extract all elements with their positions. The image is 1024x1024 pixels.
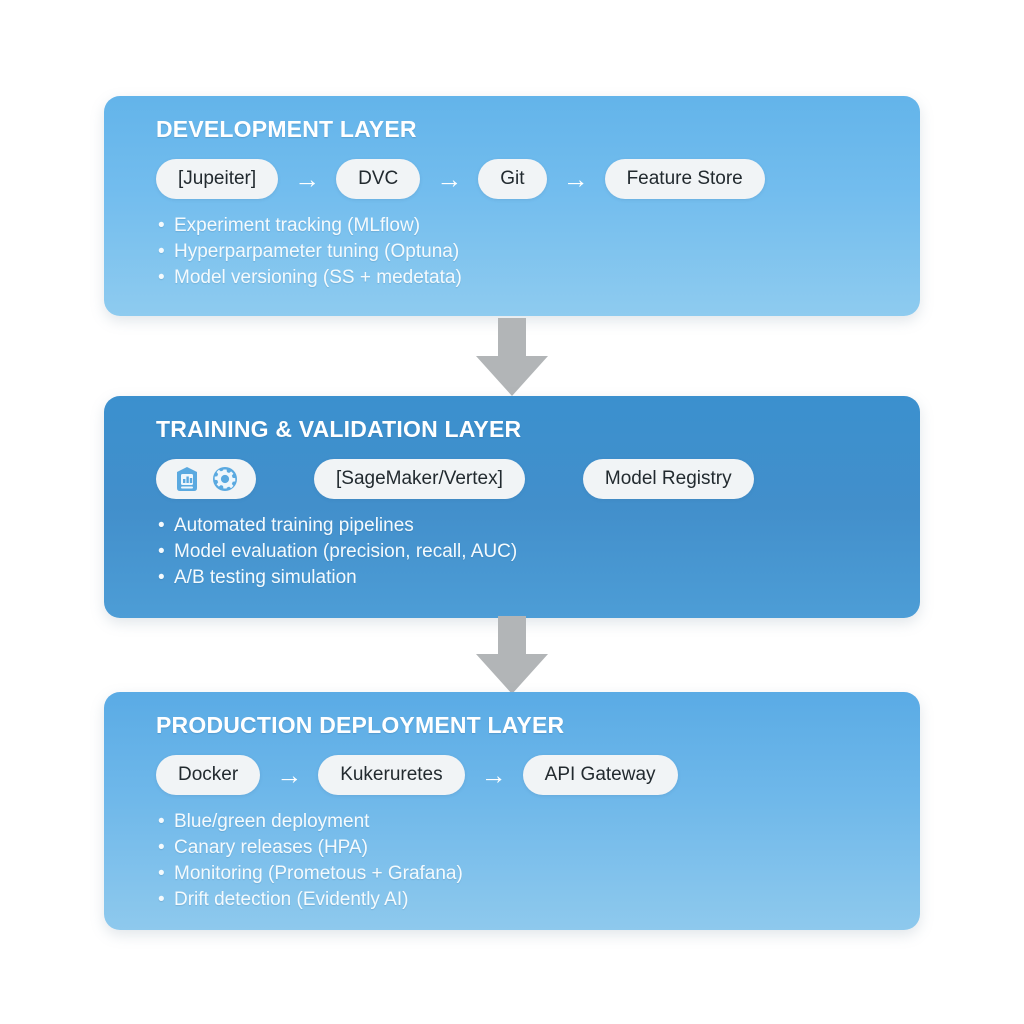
flow-arrow-icon: →: [480, 760, 507, 790]
node-pill-kukeruretes[interactable]: Kukeruretes: [318, 755, 465, 795]
node-row-production: Docker → Kukeruretes → API Gateway: [156, 755, 868, 795]
list-item: Blue/green deployment: [156, 809, 868, 835]
list-item: Hyperparpameter tuning (Optuna): [156, 239, 868, 265]
list-item: Model versioning (SS + medetata): [156, 265, 868, 291]
list-item: Monitoring (Prometous + Grafana): [156, 861, 868, 887]
bullet-list-training: Automated training pipelines Model evalu…: [156, 513, 868, 591]
list-item: Experiment tracking (MLflow): [156, 213, 868, 239]
node-pill-model-registry[interactable]: Model Registry: [582, 459, 754, 499]
node-pill-docker[interactable]: Docker: [156, 755, 261, 795]
list-item: A/B testing simulation: [156, 565, 868, 591]
layer-title-development: DEVELOPMENT LAYER: [156, 116, 417, 142]
list-item: Model evaluation (precision, recall, AUC…: [156, 539, 868, 565]
layer-card-training: TRAINING & VALIDATION LAYER [SageMaker/: [104, 396, 920, 618]
node-pill-api-gateway[interactable]: API Gateway: [522, 755, 678, 795]
layer-card-production: PRODUCTION DEPLOYMENT LAYER Docker → Kuk…: [104, 692, 920, 930]
node-pill-tool-icons[interactable]: [156, 459, 256, 499]
node-row-training: [SageMaker/Vertex] Model Registry: [156, 459, 868, 499]
flow-arrow-icon: →: [562, 164, 589, 194]
flow-arrow-icon: →: [294, 164, 321, 194]
bullet-list-production: Blue/green deployment Canary releases (H…: [156, 809, 868, 913]
node-pill-feature-store[interactable]: Feature Store: [604, 159, 765, 199]
chart-document-icon: [177, 467, 197, 491]
layer-card-development: DEVELOPMENT LAYER [Jupeiter] → DVC → Git…: [104, 96, 920, 316]
node-pill-dvc[interactable]: DVC: [336, 159, 421, 199]
layer-title-production: PRODUCTION DEPLOYMENT LAYER: [156, 712, 565, 738]
list-item: Automated training pipelines: [156, 513, 868, 539]
gear-circle-icon: [213, 467, 237, 491]
bullet-list-development: Experiment tracking (MLflow) Hyperparpam…: [156, 213, 868, 291]
node-row-development: [Jupeiter] → DVC → Git → Feature Store: [156, 159, 868, 199]
flow-arrow-icon: →: [276, 760, 303, 790]
flow-arrow-icon: →: [436, 164, 463, 194]
list-item: Canary releases (HPA): [156, 835, 868, 861]
layer-title-training: TRAINING & VALIDATION LAYER: [156, 416, 522, 442]
node-pill-sagemaker-vertex[interactable]: [SageMaker/Vertex]: [314, 459, 525, 499]
arrow-training-to-production-icon: [476, 616, 548, 694]
node-pill-jupeiter[interactable]: [Jupeiter]: [156, 159, 279, 199]
node-pill-git[interactable]: Git: [478, 159, 547, 199]
list-item: Drift detection (Evidently AI): [156, 887, 868, 913]
arrow-dev-to-training-icon: [476, 318, 548, 396]
